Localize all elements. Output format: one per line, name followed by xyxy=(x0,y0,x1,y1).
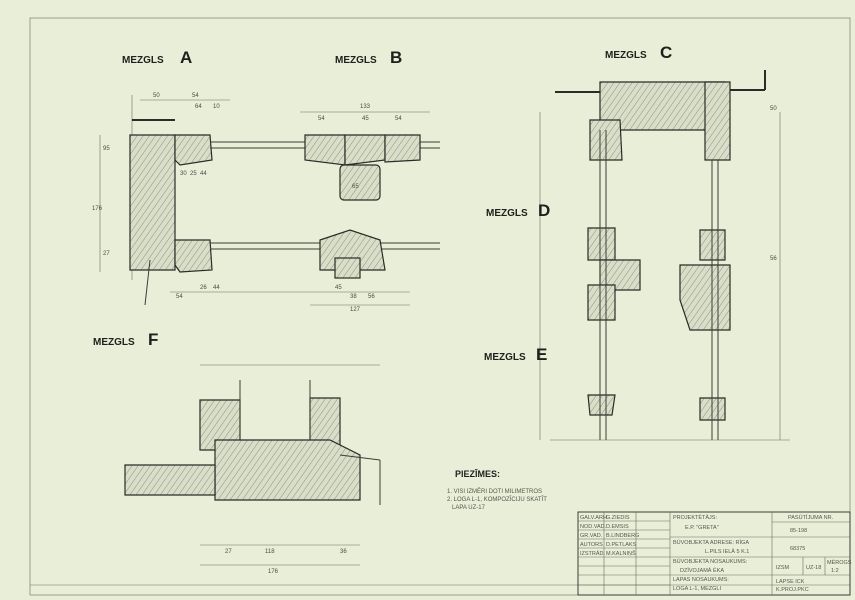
dim-label: 45 xyxy=(335,285,342,291)
dim-label: 118 xyxy=(265,549,275,555)
drawing-text: GR.VAD. xyxy=(580,533,603,539)
drawing-text: MEZGLS xyxy=(486,208,528,219)
drawing-text: IZSM xyxy=(776,565,790,571)
dim-label: 127 xyxy=(350,307,361,313)
section-label-e: MEZGLS E xyxy=(484,345,547,364)
drawing-text: BŪVOBJEKTA ADRESE: RĪGA xyxy=(673,539,749,546)
dim-label: 45 xyxy=(362,116,369,122)
dim-label: 27 xyxy=(103,251,110,257)
drawing-text: MEZGLS xyxy=(605,50,647,61)
sheet-frame xyxy=(29,17,851,596)
drawing-text: BŪVOBJEKTA NOSAUKUMS: xyxy=(673,558,748,565)
drawing-text: L.PILS IELĀ 5 K.1 xyxy=(705,548,749,555)
drawing-text: D.EMSIS xyxy=(606,524,629,530)
note-line: 2. LOGA L-1, KOMPOZĪCIJU SKATĪT xyxy=(447,496,547,503)
drawing-text: D xyxy=(538,201,550,220)
detail-c-d-e: 50 56 xyxy=(539,70,790,441)
detail-f: 27 118 36 176 xyxy=(124,364,381,575)
drawing-text: 85-198 xyxy=(790,528,807,534)
drawing-text: D.PETLAKS xyxy=(606,542,637,548)
drawing-text: G.ZIEDIS xyxy=(606,515,630,521)
dim-label: 44 xyxy=(213,285,220,291)
dim-label: 27 xyxy=(225,549,232,555)
drawing-text: LAPAS NOSAUKUMS: xyxy=(673,577,729,583)
dim-label: 25 xyxy=(190,171,197,177)
drawing-text: E.P. "GRETA" xyxy=(685,525,719,531)
section-label-b: MEZGLS B xyxy=(335,48,402,67)
detail-a-b: 50 54 64 10 133 54 45 54 176 95 27 30 25… xyxy=(92,93,440,313)
dim-label: 36 xyxy=(340,549,347,555)
drawing-text: MEZGLS xyxy=(122,55,164,66)
dim-label: 56 xyxy=(368,294,375,300)
dim-label: 38 xyxy=(350,294,357,300)
drawing-text: DZĪVOJAMĀ ĒKA xyxy=(680,567,724,574)
drawing-text: B.LINDBERG xyxy=(606,533,639,539)
notes: PIEZĪMES: 1. VISI IZMĒRI DOTI MILIMETROS… xyxy=(447,469,547,511)
dim-label: 54 xyxy=(395,116,402,122)
section-label-d: MEZGLS D xyxy=(486,201,550,220)
drawing-text: 1:2 xyxy=(831,568,839,574)
dim-label: 56 xyxy=(770,256,777,262)
drawing-text: IZSTRĀD. xyxy=(580,550,606,557)
drawing-text: MEZGLS xyxy=(484,352,526,363)
drawing-text: 68375 xyxy=(790,546,805,552)
dim-label: 64 xyxy=(195,104,202,110)
dim-label: 133 xyxy=(360,104,371,110)
dim-label: 54 xyxy=(318,116,325,122)
drawing-text: LAPSE ICK xyxy=(776,579,805,585)
scale-label: MĒROGS xyxy=(827,559,852,566)
drawing-text: AUTORS xyxy=(580,542,603,548)
dim-label: 44 xyxy=(200,171,207,177)
dim-label: 50 xyxy=(153,93,160,99)
drawing-text: B xyxy=(390,48,402,67)
drawing-text: M.KALNIŅŠ xyxy=(606,550,636,557)
drawing-text: UZ-18 xyxy=(806,565,821,571)
section-label-a: MEZGLS A xyxy=(122,48,192,67)
notes-title: PIEZĪMES: xyxy=(455,469,500,479)
dim-label: 95 xyxy=(103,146,110,152)
dim-label: 176 xyxy=(268,569,279,575)
drawing-text: F xyxy=(148,330,158,349)
drawing-text: MEZGLS xyxy=(93,337,135,348)
note-line: LAPA UZ-17 xyxy=(452,505,486,511)
drawing-text: LOGA L-1, MEZGLI xyxy=(673,586,721,592)
dim-label: 54 xyxy=(192,93,199,99)
drawing-text: A xyxy=(180,48,192,67)
dim-label: 65 xyxy=(352,184,359,190)
dim-label: 30 xyxy=(180,171,187,177)
drawing-text: C xyxy=(660,43,672,62)
dim-label: 26 xyxy=(200,285,207,291)
drawing-text: PASŪTĪJUMA NR. xyxy=(788,514,834,521)
dim-label: 10 xyxy=(213,104,220,110)
drawing-text: E xyxy=(536,345,547,364)
section-label-f: MEZGLS F xyxy=(93,330,158,349)
drawing-text: PROJEKTĒTĀJS: xyxy=(673,514,717,521)
dim-label: 54 xyxy=(176,294,183,300)
drawing-text: K.PROJ.PKC xyxy=(776,587,809,593)
drawing-text: NOD.VAD. xyxy=(580,524,607,530)
drawing-text: GALV.ARH. xyxy=(580,515,609,521)
dim-label: 50 xyxy=(770,106,777,112)
drawing-text: MEZGLS xyxy=(335,55,377,66)
dim-label: 176 xyxy=(92,206,103,212)
title-block: GALV.ARH.G.ZIEDIS NOD.VAD.D.EMSIS GR.VAD… xyxy=(577,511,852,596)
section-label-c: MEZGLS C xyxy=(605,43,672,62)
note-line: 1. VISI IZMĒRI DOTI MILIMETROS xyxy=(447,488,542,495)
